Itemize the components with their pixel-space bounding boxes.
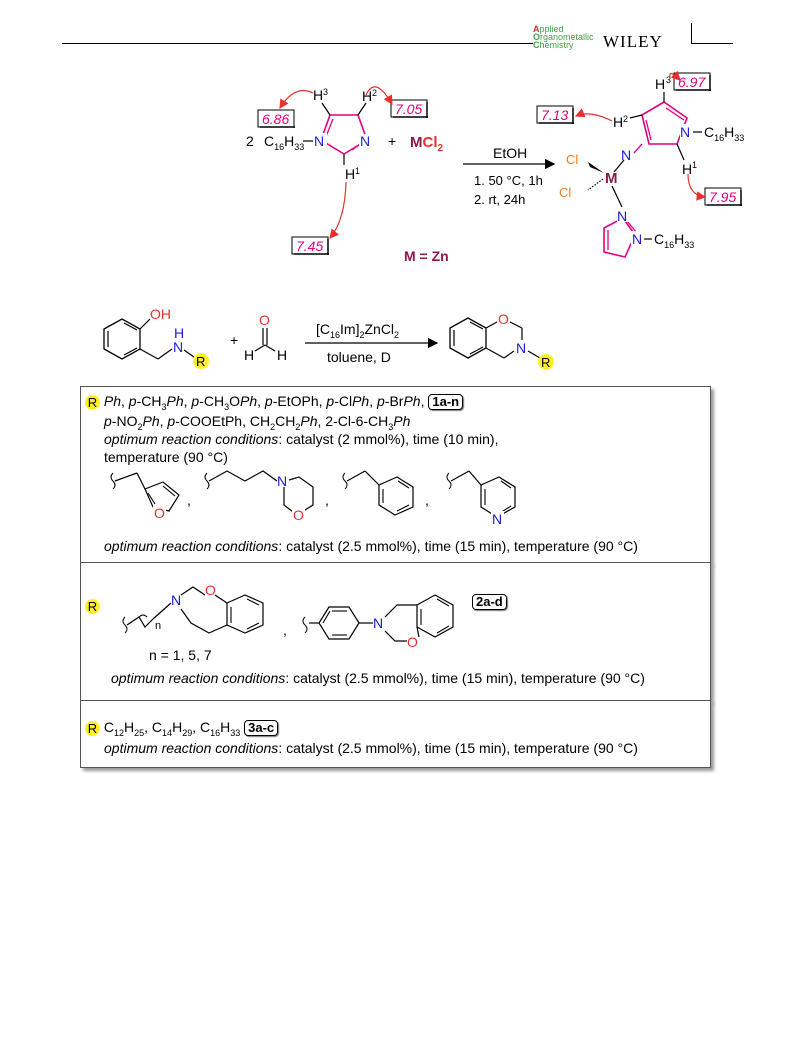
morpholine-o: O <box>293 507 304 523</box>
furan-o: O <box>154 505 165 521</box>
svg-text:1: 1 <box>355 166 360 176</box>
h3-label: H <box>655 76 665 92</box>
ring-n: N <box>373 615 383 631</box>
shift-h3-right: 6.97 <box>678 74 706 90</box>
r-badge: R <box>85 394 100 410</box>
pyridine-n: N <box>492 511 502 527</box>
catalyst-label: [C16Im]2ZnCl2 <box>316 321 399 340</box>
metal-salt: MCl2 <box>410 134 444 154</box>
ring-o: O <box>407 634 418 649</box>
panel3-line1: R C12H25, C14H29, C16H33 3a-c <box>85 719 279 738</box>
aldehyde-h-left: H <box>244 347 254 363</box>
svg-text:,: , <box>325 492 329 508</box>
c16-substituent: C16H33 <box>704 124 744 143</box>
r-substituent: R <box>541 355 550 370</box>
n-atom: N <box>617 208 627 224</box>
n-atom: N <box>314 133 324 149</box>
panel2-n-values: n = 1, 5, 7 <box>149 647 212 663</box>
aldehyde-o: O <box>259 312 270 328</box>
substituent-panel-1: R Ph, p-CH3Ph, p-CH3OPh, p-EtOPh, p-ClPh… <box>80 386 711 564</box>
c16-substituent: C16H33 <box>654 231 694 250</box>
shift-h1-right: 7.95 <box>709 189 736 205</box>
panel1-line2: p-NO2Ph, p-COOEtPh, CH2CH2Ph, 2-Cl-6-CH3… <box>104 413 411 432</box>
svg-text:,: , <box>283 622 287 638</box>
plus-sign: + <box>230 332 238 348</box>
amine-n: N <box>173 339 183 355</box>
amine-h: H <box>174 325 184 341</box>
chloride-lower: Cl <box>559 185 571 200</box>
morpholine-n: N <box>277 473 287 489</box>
ring-n: N <box>516 340 526 356</box>
plus-sign: + <box>388 133 396 149</box>
n-atom: N <box>680 124 690 140</box>
reactant-coefficient: 2 <box>246 133 254 149</box>
chain-n-subscript: n <box>155 620 161 632</box>
h2-label: H <box>613 114 623 130</box>
compound-tag-2a-d: 2a-d <box>472 594 507 610</box>
hydroxyl-label: OH <box>150 306 171 322</box>
n-atom: N <box>360 133 370 149</box>
metal-definition: M = Zn <box>404 248 449 264</box>
ring-o: O <box>498 311 509 327</box>
n-atom: N <box>632 231 642 247</box>
panel1-line1: R Ph, p-CH3Ph, p-CH3OPh, p-EtOPh, p-ClPh… <box>85 393 464 412</box>
header-rule-right <box>691 43 733 44</box>
scheme2-benzoxazine: OH N H R + O H H [C16Im]2ZnCl2 toluene, … <box>103 306 554 370</box>
panel1-conditions-2: optimum reaction conditions: catalyst (2… <box>104 538 638 554</box>
panel2-conditions: optimum reaction conditions: catalyst (2… <box>111 670 645 686</box>
metal-center: M <box>605 170 618 187</box>
compound-tag-3a-c: 3a-c <box>244 720 279 736</box>
publisher-logo: WILEY <box>603 32 663 51</box>
panel2-tag-wrap: 2a-d <box>472 593 507 610</box>
svg-text:3: 3 <box>666 75 671 85</box>
ring-n: N <box>171 592 181 608</box>
condition-step1: 1. 50 °C, 1h <box>474 173 543 188</box>
header-rule-left <box>62 43 533 44</box>
svg-text:,: , <box>425 492 429 508</box>
bis-benzoxazine-substituents: n N O , N O <box>122 582 454 649</box>
substituent-panel-2: R n N O , N O 2a-d n <box>80 562 711 702</box>
panel2-r: R <box>85 597 100 614</box>
solvent-label: EtOH <box>493 145 527 161</box>
shift-h3-left: 6.86 <box>262 111 289 127</box>
aldehyde-h-right: H <box>277 347 287 363</box>
r-badge: R <box>85 598 100 614</box>
svg-text:3: 3 <box>323 87 328 97</box>
svg-text:1: 1 <box>692 160 697 170</box>
ring-o: O <box>205 582 216 598</box>
page-number-bar <box>691 23 692 43</box>
shift-h2-right: 7.13 <box>541 107 568 123</box>
n-atom: N <box>621 147 631 163</box>
h1-label: H <box>682 161 692 177</box>
h3-label: H <box>313 87 323 103</box>
svg-text:2: 2 <box>372 88 377 98</box>
compound-tag-1a-n: 1a-n <box>428 394 464 410</box>
heteroaryl-substituents: O , N O , , N <box>110 470 516 527</box>
r-substituent: R <box>196 354 205 369</box>
svg-text:,: , <box>187 492 191 508</box>
r-badge: R <box>85 720 100 736</box>
panel1-conditions: optimum reaction conditions: catalyst (2… <box>104 431 499 447</box>
reactant-alkyl: C16H33 <box>264 133 304 152</box>
h1-label: H <box>345 166 355 182</box>
solvent-label: toluene, D <box>327 349 391 365</box>
panel1-conditions-temp: temperature (90 °C) <box>104 449 228 465</box>
panel3-conditions: optimum reaction conditions: catalyst (2… <box>104 740 638 756</box>
condition-step2: 2. rt, 24h <box>474 192 525 207</box>
svg-text:2: 2 <box>623 114 628 124</box>
shift-h2-left: 7.05 <box>395 101 422 117</box>
chloride-upper: Cl <box>566 152 578 167</box>
h2-label: H <box>362 88 372 104</box>
shift-h1-left: 7.45 <box>296 238 323 254</box>
journal-logo: Applied Organometallic Chemistry <box>533 24 594 50</box>
substituent-panel-3: R C12H25, C14H29, C16H33 3a-c optimum re… <box>80 700 711 768</box>
